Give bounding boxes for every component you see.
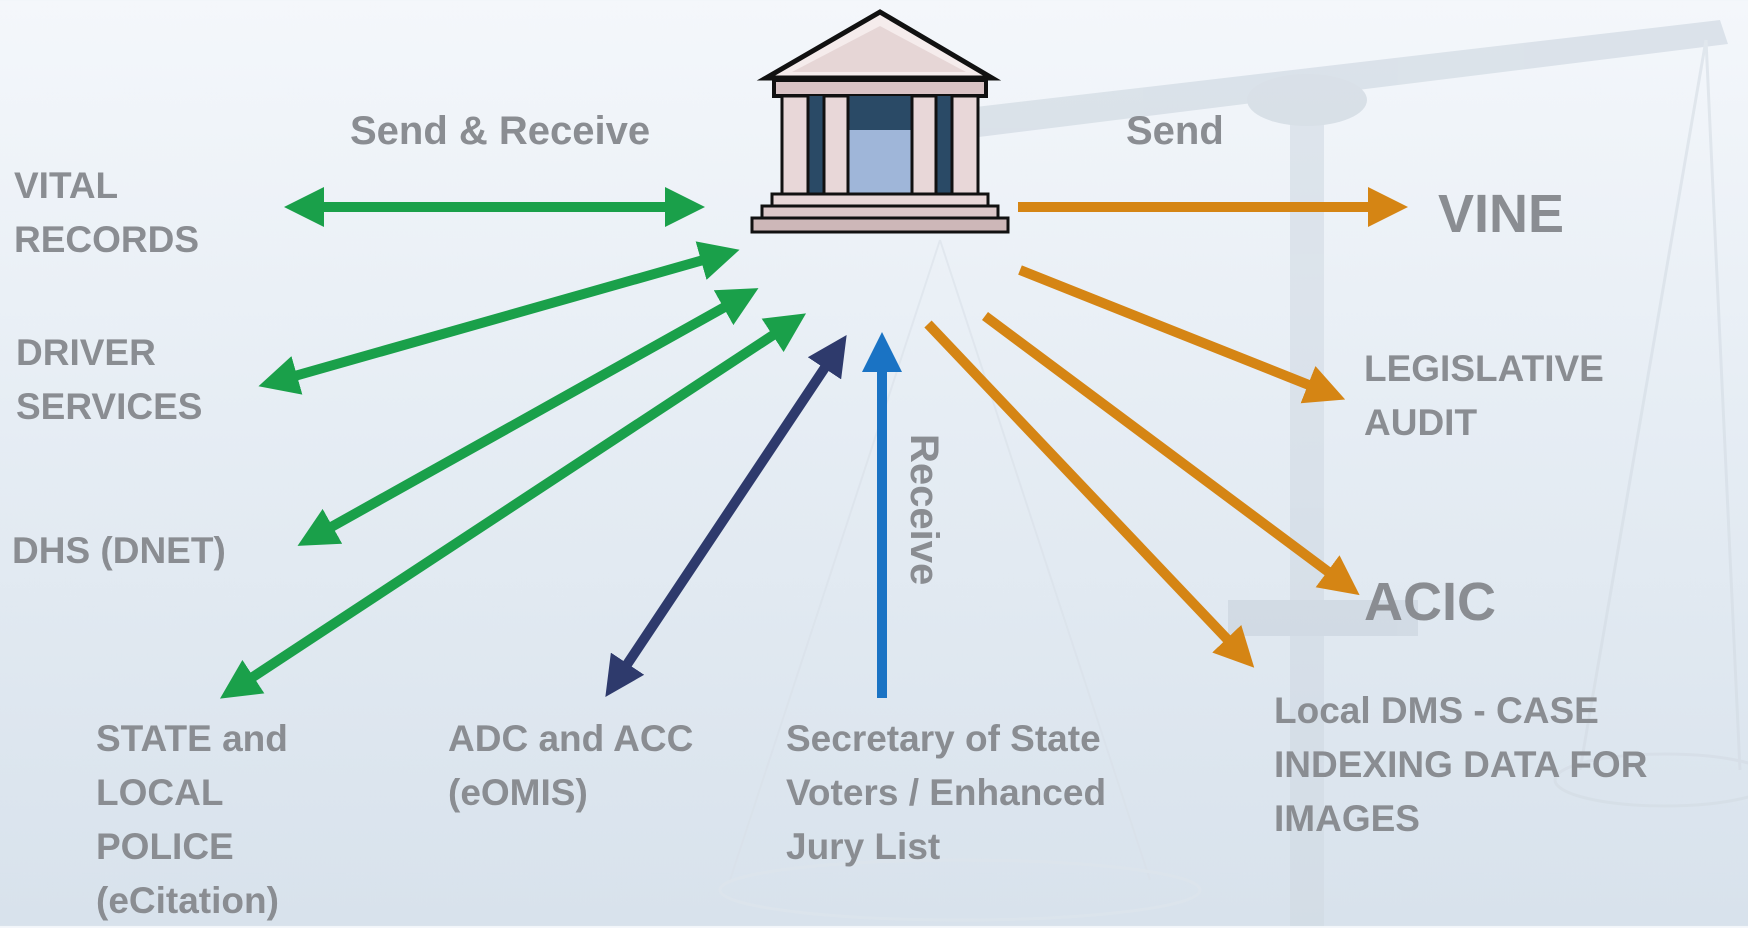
node-legislative-audit: LEGISLATIVE AUDIT <box>1364 348 1604 443</box>
node-local-dms: Local DMS - CASE INDEXING DATA FOR IMAGE… <box>1274 690 1648 839</box>
node-adc: ADC and ACC (eOMIS) <box>448 718 694 813</box>
node-vital-records: VITAL RECORDS <box>14 165 200 260</box>
arrow-legislative <box>1018 265 1346 404</box>
scales-of-justice-icon <box>718 20 1748 926</box>
send-receive-label: Send & Receive <box>350 109 651 153</box>
send-label: Send <box>1126 109 1224 153</box>
node-acic: ACIC <box>1364 572 1496 632</box>
node-secretary-of-state: Secretary of State Voters / Enhanced Jur… <box>786 718 1107 867</box>
node-vine: VINE <box>1438 184 1565 244</box>
send-arrows <box>924 187 1408 668</box>
arrow-driver-services <box>258 241 740 395</box>
arrow-dhs <box>297 288 759 546</box>
send-receive-arrows <box>219 187 807 699</box>
node-dhs: DHS (DNET) <box>12 530 226 571</box>
courthouse-icon <box>750 9 1010 234</box>
node-driver-services: DRIVER SERVICES <box>16 332 203 427</box>
arrow-state-police <box>219 313 807 699</box>
arrow-adc <box>605 335 847 697</box>
arrow-local-dms <box>924 320 1255 668</box>
receive-label: Receive <box>902 434 946 586</box>
arrow-acic <box>982 311 1360 596</box>
node-state-police: STATE and LOCAL POLICE (eCitation) <box>96 718 288 921</box>
